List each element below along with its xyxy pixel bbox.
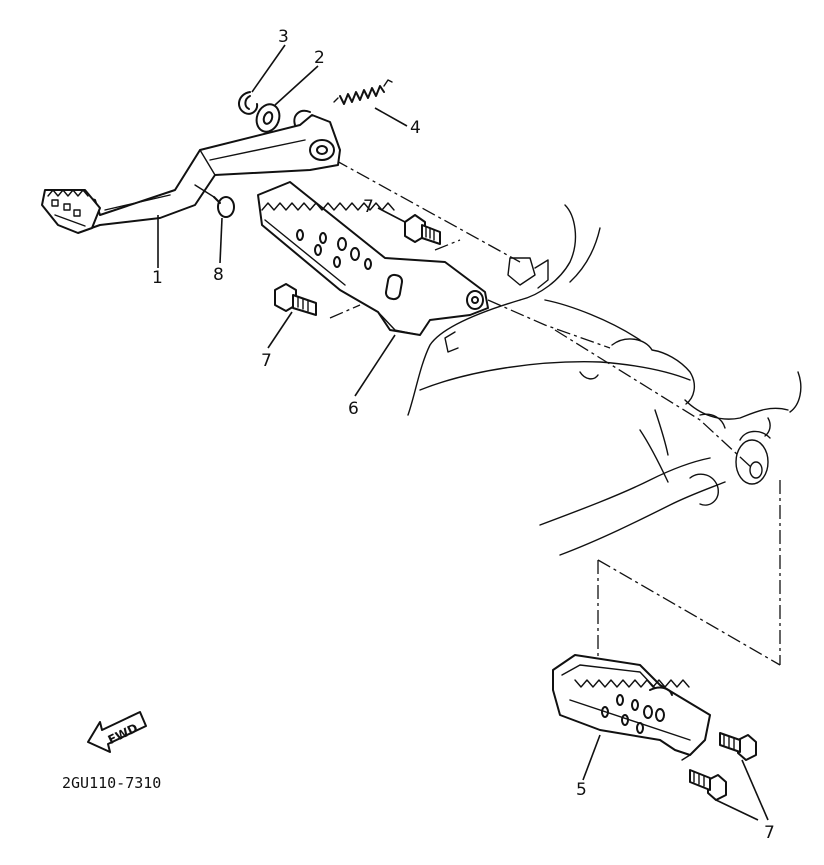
callout-5: 5 [576, 780, 587, 800]
bolt-lower-right-b [689, 769, 727, 801]
callout-1: 1 [152, 268, 163, 288]
callout-3: 3 [278, 27, 289, 47]
brake-pedal [41, 109, 341, 234]
callout-4: 4 [410, 118, 421, 138]
return-spring [333, 79, 393, 105]
left-footrest [257, 181, 489, 336]
callout-6: 6 [348, 399, 359, 419]
drawing-code: 2GU110-7310 [62, 774, 161, 792]
callout-7-upper: 7 [363, 197, 374, 217]
circlip [238, 91, 259, 115]
pivot-pin [194, 184, 235, 218]
fwd-arrow-icon: FWD [87, 711, 147, 753]
callout-8: 8 [213, 265, 224, 285]
washer [255, 103, 281, 133]
bolt-upper [404, 214, 441, 245]
bolt-lower-right-a [719, 732, 757, 761]
bolt-lower-left [274, 283, 317, 316]
callout-2: 2 [314, 48, 325, 68]
leader-lines [157, 44, 769, 821]
frame-outline [407, 204, 802, 556]
callout-7-right: 7 [764, 823, 775, 843]
assembly-lines [329, 159, 781, 666]
right-footrest [552, 654, 711, 761]
callout-7-left: 7 [261, 351, 272, 371]
